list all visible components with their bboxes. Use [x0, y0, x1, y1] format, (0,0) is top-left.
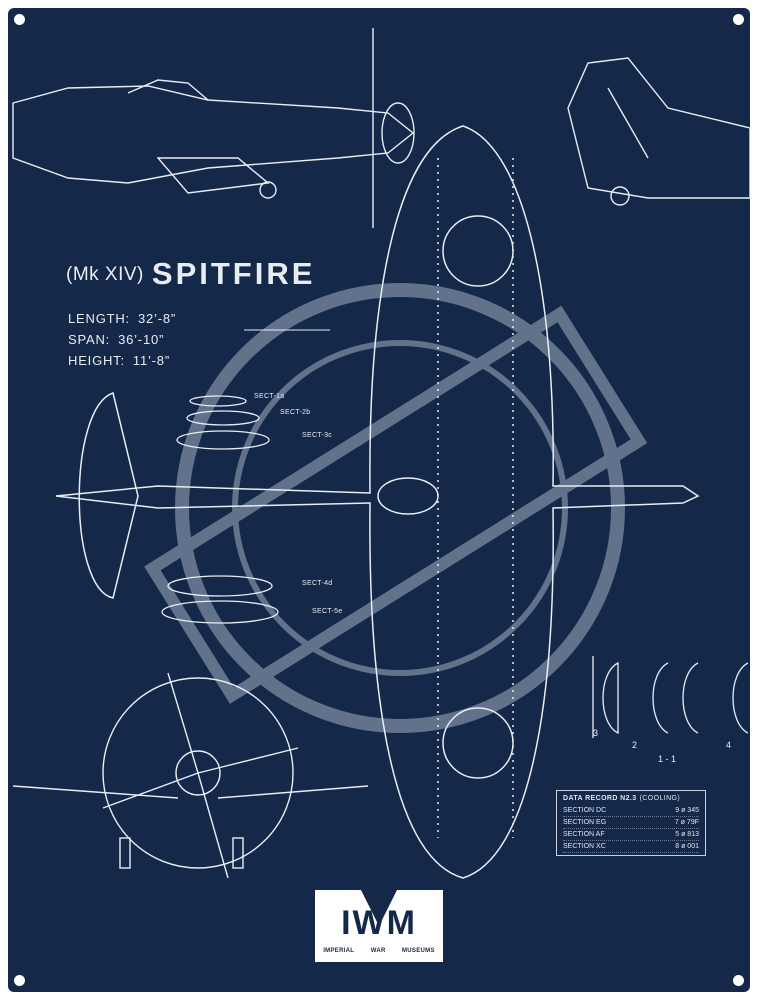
view-number-4: 4	[726, 740, 732, 750]
section-label-1a: SECT-1a	[254, 393, 285, 400]
front-view-plane	[12, 672, 369, 879]
plane-specs: LENGTH:32’-8” SPAN:36’-10” HEIGHT:11’-8”	[68, 308, 176, 371]
mounting-hole	[14, 14, 25, 25]
spec-span: SPAN:36’-10”	[68, 332, 165, 347]
spec-height: HEIGHT:11’-8”	[68, 353, 170, 368]
airfoil-sections	[161, 395, 279, 624]
stamp-banner	[144, 305, 648, 704]
logo-triangle	[361, 890, 397, 926]
mounting-hole	[733, 975, 744, 986]
blueprint-artwork	[12, 28, 750, 879]
iwm-logo: IWM IMPERIAL WAR MUSEUMS	[315, 890, 443, 962]
view-number-1-1: 1 - 1	[658, 754, 677, 764]
section-label-5e: SECT-5e	[312, 608, 343, 615]
mounting-hole	[14, 975, 25, 986]
logo-subtitle: IMPERIAL WAR MUSEUMS	[323, 948, 435, 954]
top-view-plane	[55, 125, 700, 879]
blueprint-sign: (Mk XIV) SPITFIRE LENGTH:32’-8” SPAN:36’-…	[8, 8, 750, 992]
view-number-2: 2	[632, 740, 638, 750]
data-record-heading: DATA RECORD N2.3(COOLING)	[563, 795, 681, 802]
plane-title: (Mk XIV) SPITFIRE	[66, 256, 315, 292]
section-label-3c: SECT-3c	[302, 432, 333, 439]
cross-section-views	[592, 656, 749, 738]
mounting-hole	[733, 14, 744, 25]
stamp-inner-ring	[232, 340, 568, 676]
section-label-4d: SECT-4d	[302, 580, 333, 587]
plane-name: SPITFIRE	[151, 256, 316, 291]
tail-view-top-right	[567, 57, 750, 206]
spec-length: LENGTH:32’-8”	[68, 311, 176, 326]
side-view-top	[12, 28, 415, 228]
view-number-3: 3	[593, 728, 599, 738]
model-prefix: (Mk XIV)	[66, 264, 144, 285]
section-label-2b: SECT-2b	[280, 409, 311, 416]
logo-letters: IWM	[341, 904, 417, 942]
